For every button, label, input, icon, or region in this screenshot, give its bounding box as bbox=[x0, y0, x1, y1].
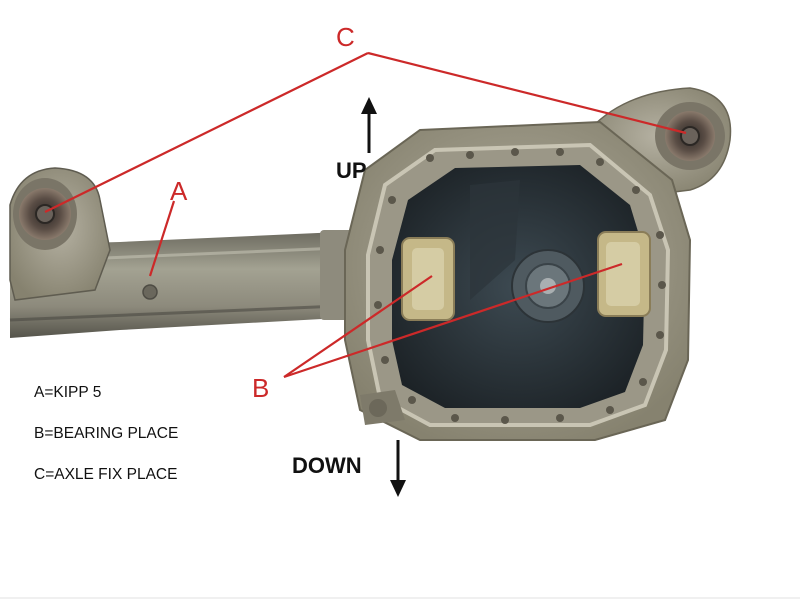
callout-line-b-left bbox=[283, 275, 433, 378]
left-mount-bracket bbox=[9, 167, 111, 301]
up-arrow-icon bbox=[361, 97, 377, 153]
callout-label-c: C bbox=[336, 22, 355, 52]
callout-label-b: B bbox=[252, 373, 270, 403]
callout-lines bbox=[44, 51, 687, 379]
callout-line-c-right bbox=[367, 51, 687, 135]
legend-item-b: B=BEARING PLACE bbox=[34, 425, 179, 442]
legend-item-a: A=KIPP 5 bbox=[34, 384, 102, 401]
right-mount-bracket bbox=[655, 102, 725, 170]
callout-line-a bbox=[148, 200, 176, 277]
up-label: UP bbox=[336, 158, 367, 183]
down-label: DOWN bbox=[292, 453, 362, 478]
callout-line-b-right bbox=[283, 262, 623, 379]
legend: A=KIPP 5 B=BEARING PLACE C=AXLE FIX PLAC… bbox=[34, 383, 178, 506]
callout-label-a: A bbox=[170, 176, 188, 206]
legend-item-c: C=AXLE FIX PLACE bbox=[34, 466, 178, 483]
callout-line-c-left bbox=[44, 52, 369, 213]
down-arrow-icon bbox=[390, 440, 406, 497]
